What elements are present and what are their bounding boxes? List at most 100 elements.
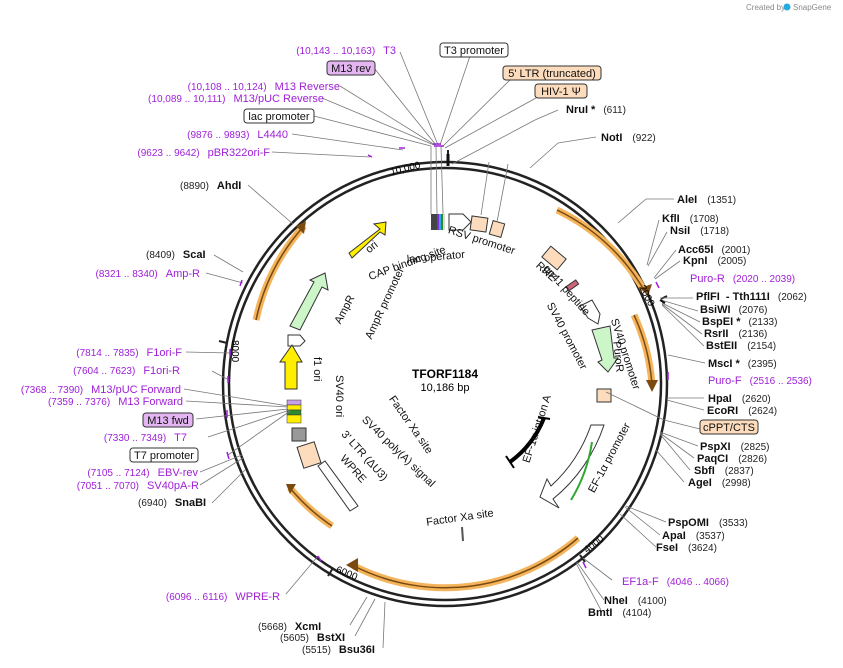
sv40-ori-label: SV40 ori: [333, 375, 345, 417]
site-kpni[interactable]: KpnI(2005): [683, 255, 746, 267]
sv40-polya-feature[interactable]: [291, 427, 307, 442]
site-paqci[interactable]: PaqCI(2826): [697, 453, 767, 465]
leader-bstxi: [354, 598, 376, 637]
primer-labels-right: Puro-R(2020 .. 2039) Puro-F(2516 .. 2536…: [622, 273, 812, 588]
primer-ebv-rev[interactable]: (7105 .. 7124)EBV-rev: [87, 467, 198, 479]
site-bmti[interactable]: BmtI(4104): [588, 607, 651, 619]
site-bspei[interactable]: BspEI *(2133): [702, 316, 777, 328]
site-xcmi[interactable]: (5668)XcmI: [258, 621, 321, 633]
sv40-ori-feature[interactable]: [286, 404, 302, 411]
site-noti[interactable]: NotI(922): [601, 132, 656, 144]
primer-m13-forward[interactable]: (7359 .. 7376)M13 Forward: [48, 396, 183, 408]
hiv-box[interactable]: [534, 83, 588, 99]
site-hpai[interactable]: HpaI(2620): [708, 393, 771, 405]
site-rsrii[interactable]: RsrII(2136): [704, 328, 767, 340]
site-pspomi[interactable]: PspOMI(3533): [668, 517, 748, 529]
hiv-psi-feature[interactable]: [488, 219, 506, 239]
credit-prefix: Created by: [746, 3, 785, 12]
ampr-promoter-feature[interactable]: [287, 334, 306, 347]
orf-arc-4[interactable]: [287, 485, 334, 529]
site-bstxi[interactable]: (5605)BstXI: [280, 632, 345, 644]
t7-promoter-box[interactable]: [129, 447, 199, 463]
site-ecori[interactable]: EcoRI(2624): [707, 405, 777, 417]
sv40-promoter-feature[interactable]: [579, 299, 601, 325]
t3-feature[interactable]: [439, 214, 441, 230]
primer-ampr[interactable]: (8321 .. 8340)Amp-R: [96, 268, 201, 280]
site-bsu36i[interactable]: (5515)Bsu36I: [302, 644, 375, 656]
primer-m13puc-forward[interactable]: (7368 .. 7390)M13/pUC Forward: [21, 384, 181, 396]
site-ahdi[interactable]: (8890)AhdI: [180, 180, 241, 192]
site-nsii[interactable]: NsiI(1718): [670, 225, 729, 237]
t7-feature[interactable]: [286, 409, 302, 416]
primer-puro-r[interactable]: Puro-R(2020 .. 2039): [690, 273, 795, 285]
ori-feature[interactable]: [348, 221, 387, 259]
leader-t3: [399, 51, 439, 146]
primer-puro-f[interactable]: Puro-F(2516 .. 2536): [708, 375, 812, 387]
hiv-label: HIV-1 Ψ: [541, 86, 581, 98]
m13-rev-box[interactable]: [326, 60, 376, 76]
primer-ef1a-f[interactable]: EF1a-F(4046 .. 4066): [622, 576, 729, 588]
lac-promoter-feature[interactable]: [443, 214, 445, 230]
site-bsiwi[interactable]: BsiWI(2076): [700, 304, 767, 316]
primer-f1ori-f[interactable]: (7814 .. 7835)F1ori-F: [76, 347, 182, 359]
primer-m13puc-reverse[interactable]: (10,089 .. 10,111)M13/pUC Reverse: [148, 93, 324, 105]
ltr5-box[interactable]: [502, 65, 602, 81]
m13-fwd-feature[interactable]: [286, 399, 302, 406]
site-kfli[interactable]: KflI(1708): [662, 213, 719, 225]
primer-l4440[interactable]: (9876 .. 9893)L4440: [187, 129, 288, 141]
leader-inner-2: [435, 145, 438, 215]
site-snabi[interactable]: (6940)SnaBI: [138, 497, 206, 509]
cppt-feature[interactable]: [596, 388, 612, 403]
site-acc65i[interactable]: Acc65I(2001): [678, 244, 750, 256]
cppt-box[interactable]: [699, 419, 759, 435]
site-pspxi[interactable]: PspXI(2825): [700, 441, 769, 453]
rre-feature[interactable]: [541, 245, 567, 271]
factor-xa-2-feature[interactable]: [461, 526, 464, 542]
m13-fwd-box[interactable]: [142, 412, 194, 428]
orf-arc-1[interactable]: [555, 206, 648, 292]
lac-operator-feature[interactable]: [437, 214, 439, 230]
leader-l4440: [291, 133, 404, 151]
site-apai[interactable]: ApaI(3537): [662, 530, 725, 542]
site-scai[interactable]: (8409)ScaI: [146, 249, 206, 261]
primer-pbr322ori[interactable]: (9623 .. 9642)pBR322ori-F: [137, 147, 270, 159]
rsv-promoter-feature[interactable]: [448, 213, 472, 231]
site-alei[interactable]: AleI(1351): [677, 194, 736, 206]
site-bsteii[interactable]: BstEII(2154): [706, 340, 776, 352]
ltr3-feature[interactable]: [296, 441, 322, 469]
site-fsei[interactable]: FseI(3624): [656, 542, 717, 554]
primer-t3[interactable]: (10,143 .. 10,163)T3: [296, 45, 396, 57]
ltr5-feature[interactable]: [469, 215, 489, 233]
primer-sv40pa-r[interactable]: (7051 .. 7070)SV40pA-R: [77, 480, 199, 492]
m13-rev-label: M13 rev: [331, 63, 371, 75]
site-pflfi[interactable]: PflFI- Tth111I(2062): [696, 291, 807, 303]
lac-promoter-box[interactable]: [243, 108, 315, 124]
ef1a-promoter-feature[interactable]: [539, 424, 605, 509]
primer-wpre-r[interactable]: (6096 .. 6116)WPRE-R: [166, 591, 280, 603]
leader-agei: [655, 449, 685, 483]
orf-arc-5[interactable]: [252, 223, 307, 321]
puror-label: PuroR: [610, 341, 625, 373]
site-sbfi[interactable]: SbfI(2837): [694, 465, 754, 477]
site-nhei[interactable]: NheI(4100): [604, 595, 667, 607]
orf-arrowhead-1: [640, 284, 652, 296]
site-agei[interactable]: AgeI(2998): [688, 477, 751, 489]
site-nrui[interactable]: NruI *(611): [566, 104, 626, 116]
primer-f1ori-r[interactable]: (7604 .. 7623)F1ori-R: [73, 365, 180, 377]
site-msci[interactable]: MscI *(2395): [708, 358, 777, 370]
wpre-feature[interactable]: [317, 460, 359, 512]
orf-arc-2-line: [633, 314, 653, 386]
ef1a-intron-feature[interactable]: [508, 417, 546, 464]
m13-rev-feature[interactable]: [441, 214, 443, 230]
f1-ori-feature[interactable]: [279, 344, 303, 390]
gp41-feature[interactable]: [565, 279, 580, 292]
t3-promoter-box[interactable]: [439, 42, 509, 58]
puror-feature[interactable]: [591, 325, 619, 373]
primer-t7[interactable]: (7330 .. 7349)T7: [104, 432, 187, 444]
ampr-feature[interactable]: [289, 272, 329, 331]
cap-site-feature[interactable]: [431, 214, 437, 230]
leader-nrui-b: [534, 109, 559, 121]
primer-m13-reverse[interactable]: (10,108 .. 10,124)M13 Reverse: [188, 81, 340, 93]
sv40-ori-feature-2[interactable]: [286, 414, 302, 424]
